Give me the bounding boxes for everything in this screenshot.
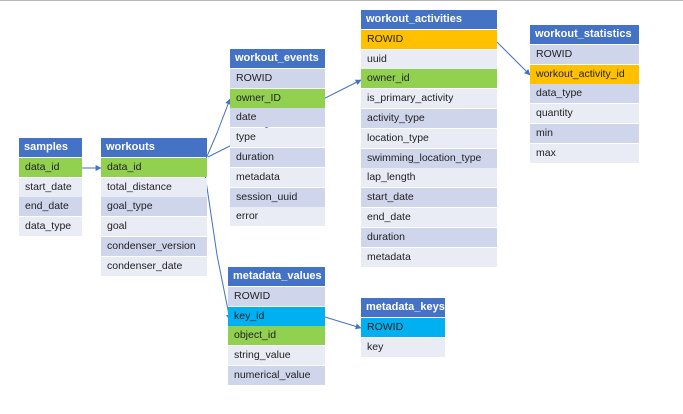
field-workout-statistics-data-type: data_type xyxy=(530,84,639,104)
field-workout-activities-uuid: uuid xyxy=(361,49,497,69)
table-header-workout-activities: workout_activities xyxy=(361,10,497,29)
field-samples-data-type: data_type xyxy=(19,217,82,237)
field-workout-events-rowid: ROWID xyxy=(230,68,325,88)
field-workout-statistics-rowid: ROWID xyxy=(530,44,639,64)
connector-workouts-to-metadata-values xyxy=(204,173,232,321)
field-workouts-goal: goal xyxy=(101,217,207,237)
field-workouts-condenser-version: condenser_version xyxy=(101,236,207,256)
field-workout-statistics-min: min xyxy=(530,123,639,143)
field-workout-events-date: date xyxy=(230,108,325,128)
table-header-workouts: workouts xyxy=(101,138,207,157)
connector-activities-to-statistics xyxy=(496,41,531,76)
field-workout-statistics-max: max xyxy=(530,143,639,163)
field-workouts-condenser-date: condenser_date xyxy=(101,256,207,276)
table-header-workout-statistics: workout_statistics xyxy=(530,25,639,44)
field-workout-events-session-uuid: session_uuid xyxy=(230,187,325,207)
field-workout-activities-swimming-location-type: swimming_location_type xyxy=(361,148,497,168)
field-workout-events-metadata: metadata xyxy=(230,167,325,187)
field-workout-events-owner-id: owner_ID xyxy=(230,88,325,108)
field-workout-activities-lap-length: lap_length xyxy=(361,168,497,188)
field-samples-end-date: end_date xyxy=(19,197,82,217)
table-header-metadata-keys: metadata_keys xyxy=(361,298,445,317)
field-workouts-data-id: data_id xyxy=(101,157,207,177)
field-workout-statistics-workout-activity-id: workout_activity_id xyxy=(530,64,639,84)
table-header-samples: samples xyxy=(19,138,82,157)
table-header-workout-events: workout_events xyxy=(230,49,325,68)
field-workout-activities-is-primary-activity: is_primary_activity xyxy=(361,89,497,109)
field-metadata-values-rowid: ROWID xyxy=(228,286,325,306)
field-workout-events-duration: duration xyxy=(230,147,325,167)
connector-workouts-to-workout-events xyxy=(204,98,231,162)
field-metadata-values-object-id: object_id xyxy=(228,326,325,346)
field-metadata-values-numerical-value: numerical_value xyxy=(228,365,325,385)
field-metadata-keys-key: key xyxy=(361,337,445,357)
field-samples-data-id: data_id xyxy=(19,157,82,177)
field-workout-activities-end-date: end_date xyxy=(361,207,497,227)
field-workout-activities-activity-type: activity_type xyxy=(361,108,497,128)
field-workout-events-type: type xyxy=(230,128,325,148)
field-workout-statistics-quantity: quantity xyxy=(530,104,639,124)
field-metadata-values-key-id: key_id xyxy=(228,306,325,326)
field-workout-activities-rowid: ROWID xyxy=(361,29,497,49)
connector-metadata-values-to-keys xyxy=(324,316,362,330)
field-workout-activities-duration: duration xyxy=(361,227,497,247)
field-metadata-values-string-value: string_value xyxy=(228,346,325,366)
field-samples-start-date: start_date xyxy=(19,177,82,197)
field-workout-activities-owner-id: owner_id xyxy=(361,69,497,89)
field-workout-activities-start-date: start_date xyxy=(361,188,497,208)
table-header-metadata-values: metadata_values xyxy=(228,267,325,286)
field-workouts-goal-type: goal_type xyxy=(101,197,207,217)
top-divider-line xyxy=(0,0,683,1)
field-workout-activities-location-type: location_type xyxy=(361,128,497,148)
field-metadata-keys-rowid: ROWID xyxy=(361,317,445,337)
field-workout-events-error: error xyxy=(230,207,325,227)
field-workout-activities-metadata: metadata xyxy=(361,247,497,267)
field-workouts-total-distance: total_distance xyxy=(101,177,207,197)
